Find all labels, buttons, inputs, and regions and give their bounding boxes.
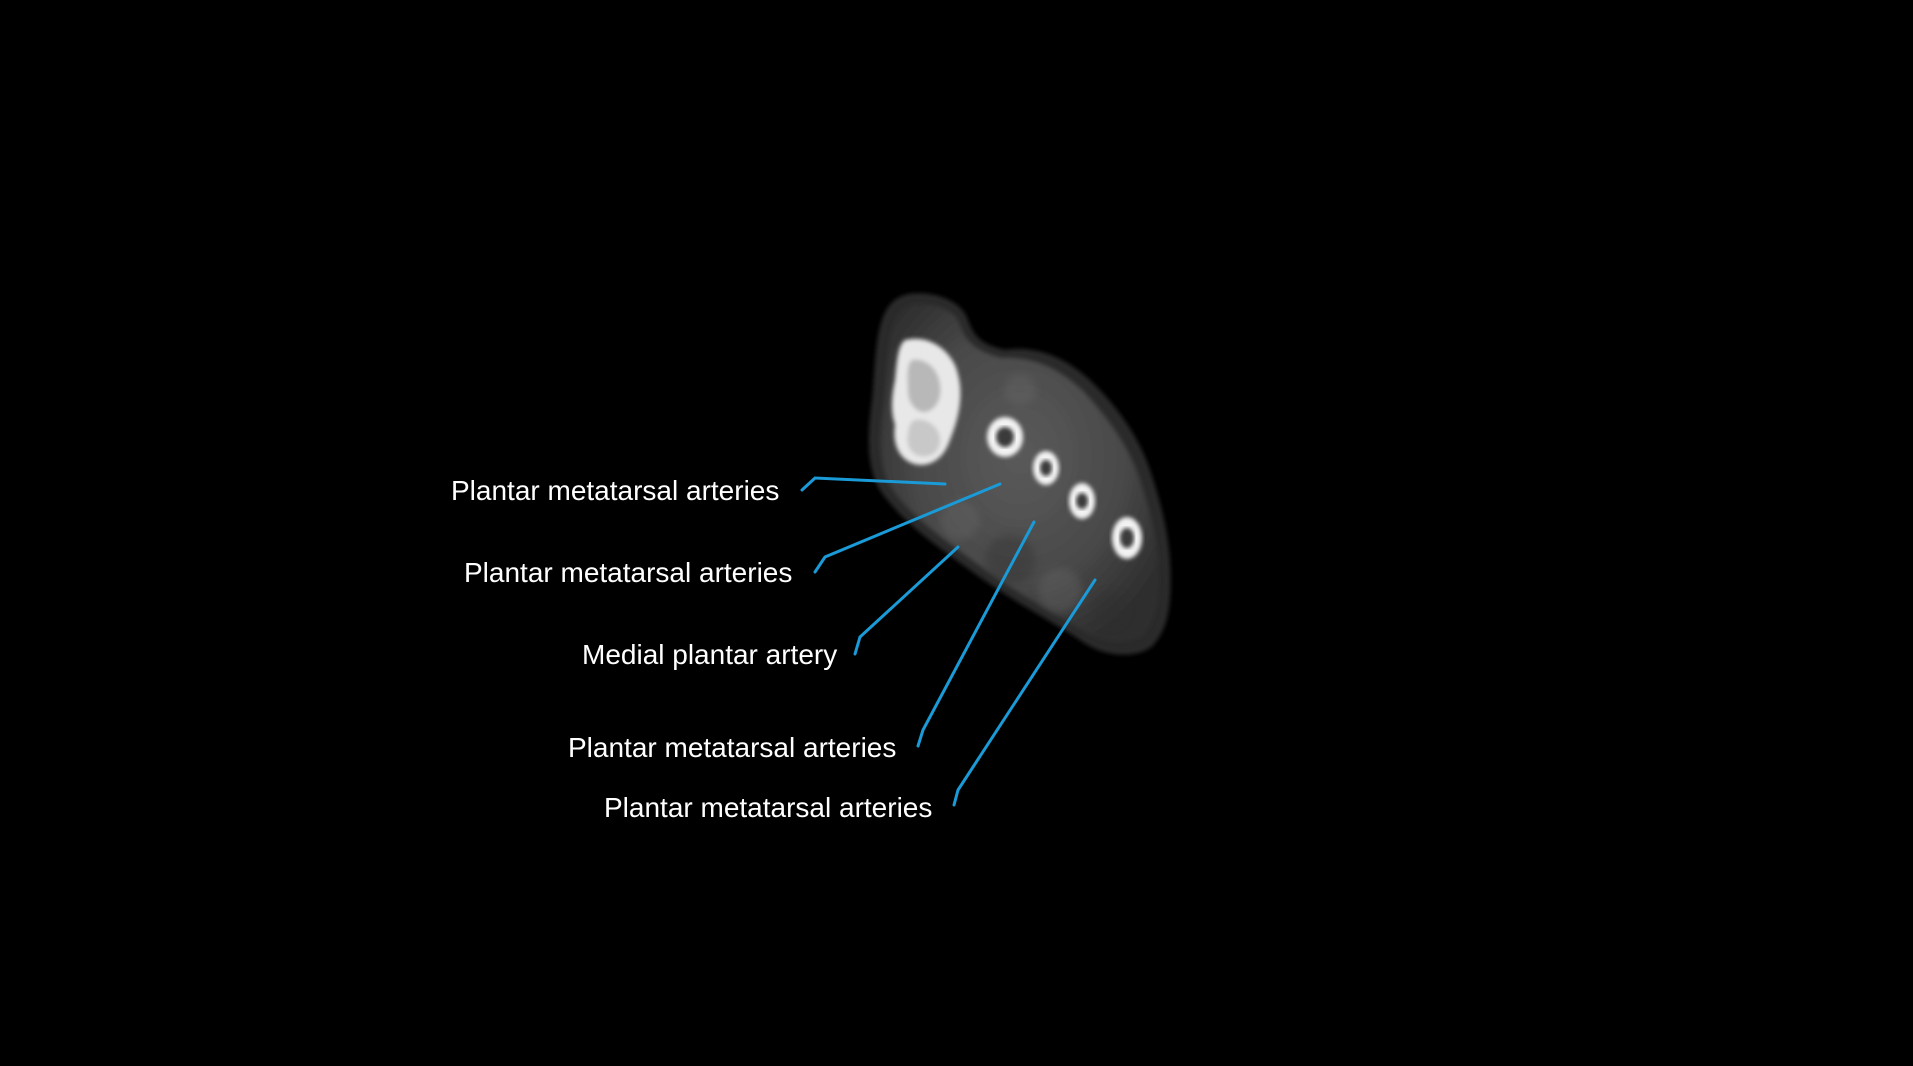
leader-lines [800,476,1097,807]
label-plantar-metatarsal-arteries-4: Plantar metatarsal arteries [604,792,933,823]
label-plantar-metatarsal-arteries-1: Plantar metatarsal arteries [451,475,780,506]
medial-bone [891,338,961,465]
leader-line-5 [952,578,1097,807]
leader-line-2 [813,482,1002,574]
leader-line-4 [916,520,1036,748]
soft-tissue-texture [940,374,1128,628]
metatarsal-bones [987,417,1142,559]
label-plantar-metatarsal-arteries-2: Plantar metatarsal arteries [464,557,793,588]
leader-line-1 [800,476,947,492]
label-plantar-metatarsal-arteries-3: Plantar metatarsal arteries [568,732,897,763]
leader-line-3 [853,545,960,656]
label-medial-plantar-artery: Medial plantar artery [582,639,838,670]
